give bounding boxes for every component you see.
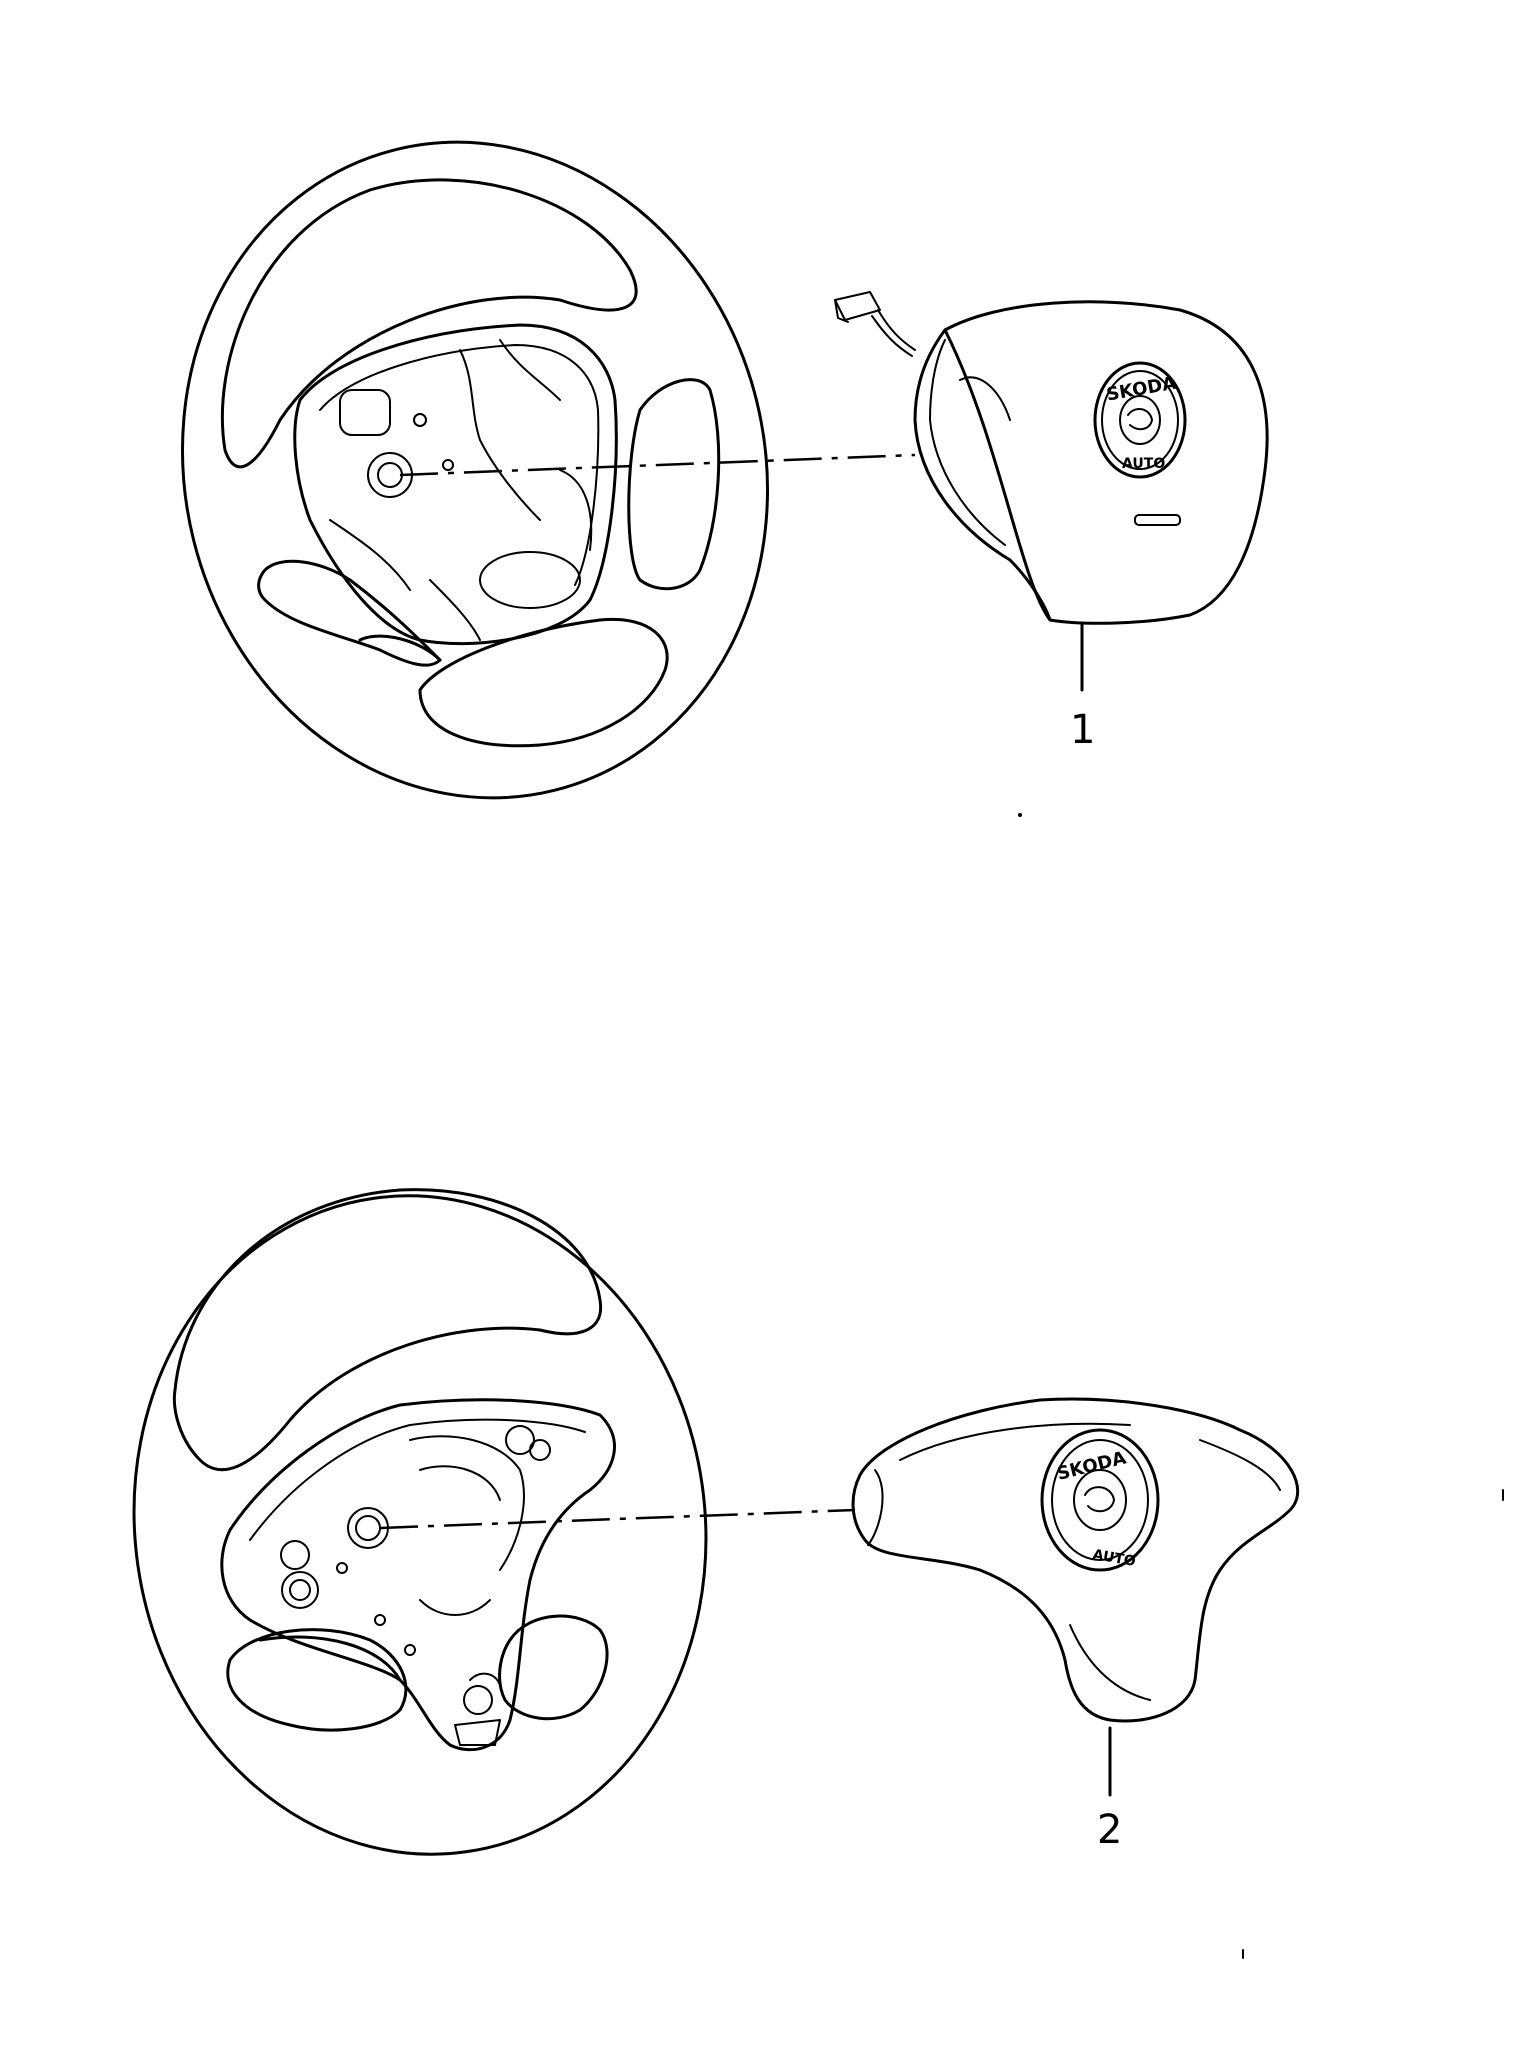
steering-wheel-four-spoke [181,140,769,800]
callout-label-2: 2 [1097,1807,1123,1853]
leader-line-1 [399,453,916,477]
leader-line-2 [379,1508,856,1530]
skoda-logo-1: SKODA AUTO [1093,361,1187,479]
callout-label-1: 1 [1070,707,1096,753]
airbag-module-1: SKODA AUTO [834,291,1269,625]
svg-text:AUTO: AUTO [1091,1547,1136,1570]
skoda-logo-2: SKODA AUTO [1040,1428,1160,1572]
svg-text:SKODA: SKODA [1105,373,1178,406]
svg-text:SKODA: SKODA [1055,1447,1128,1484]
steering-wheel-three-spoke [132,1188,708,1856]
svg-text:AUTO: AUTO [1122,456,1165,472]
airbag-module-2: SKODA AUTO [851,1397,1300,1723]
